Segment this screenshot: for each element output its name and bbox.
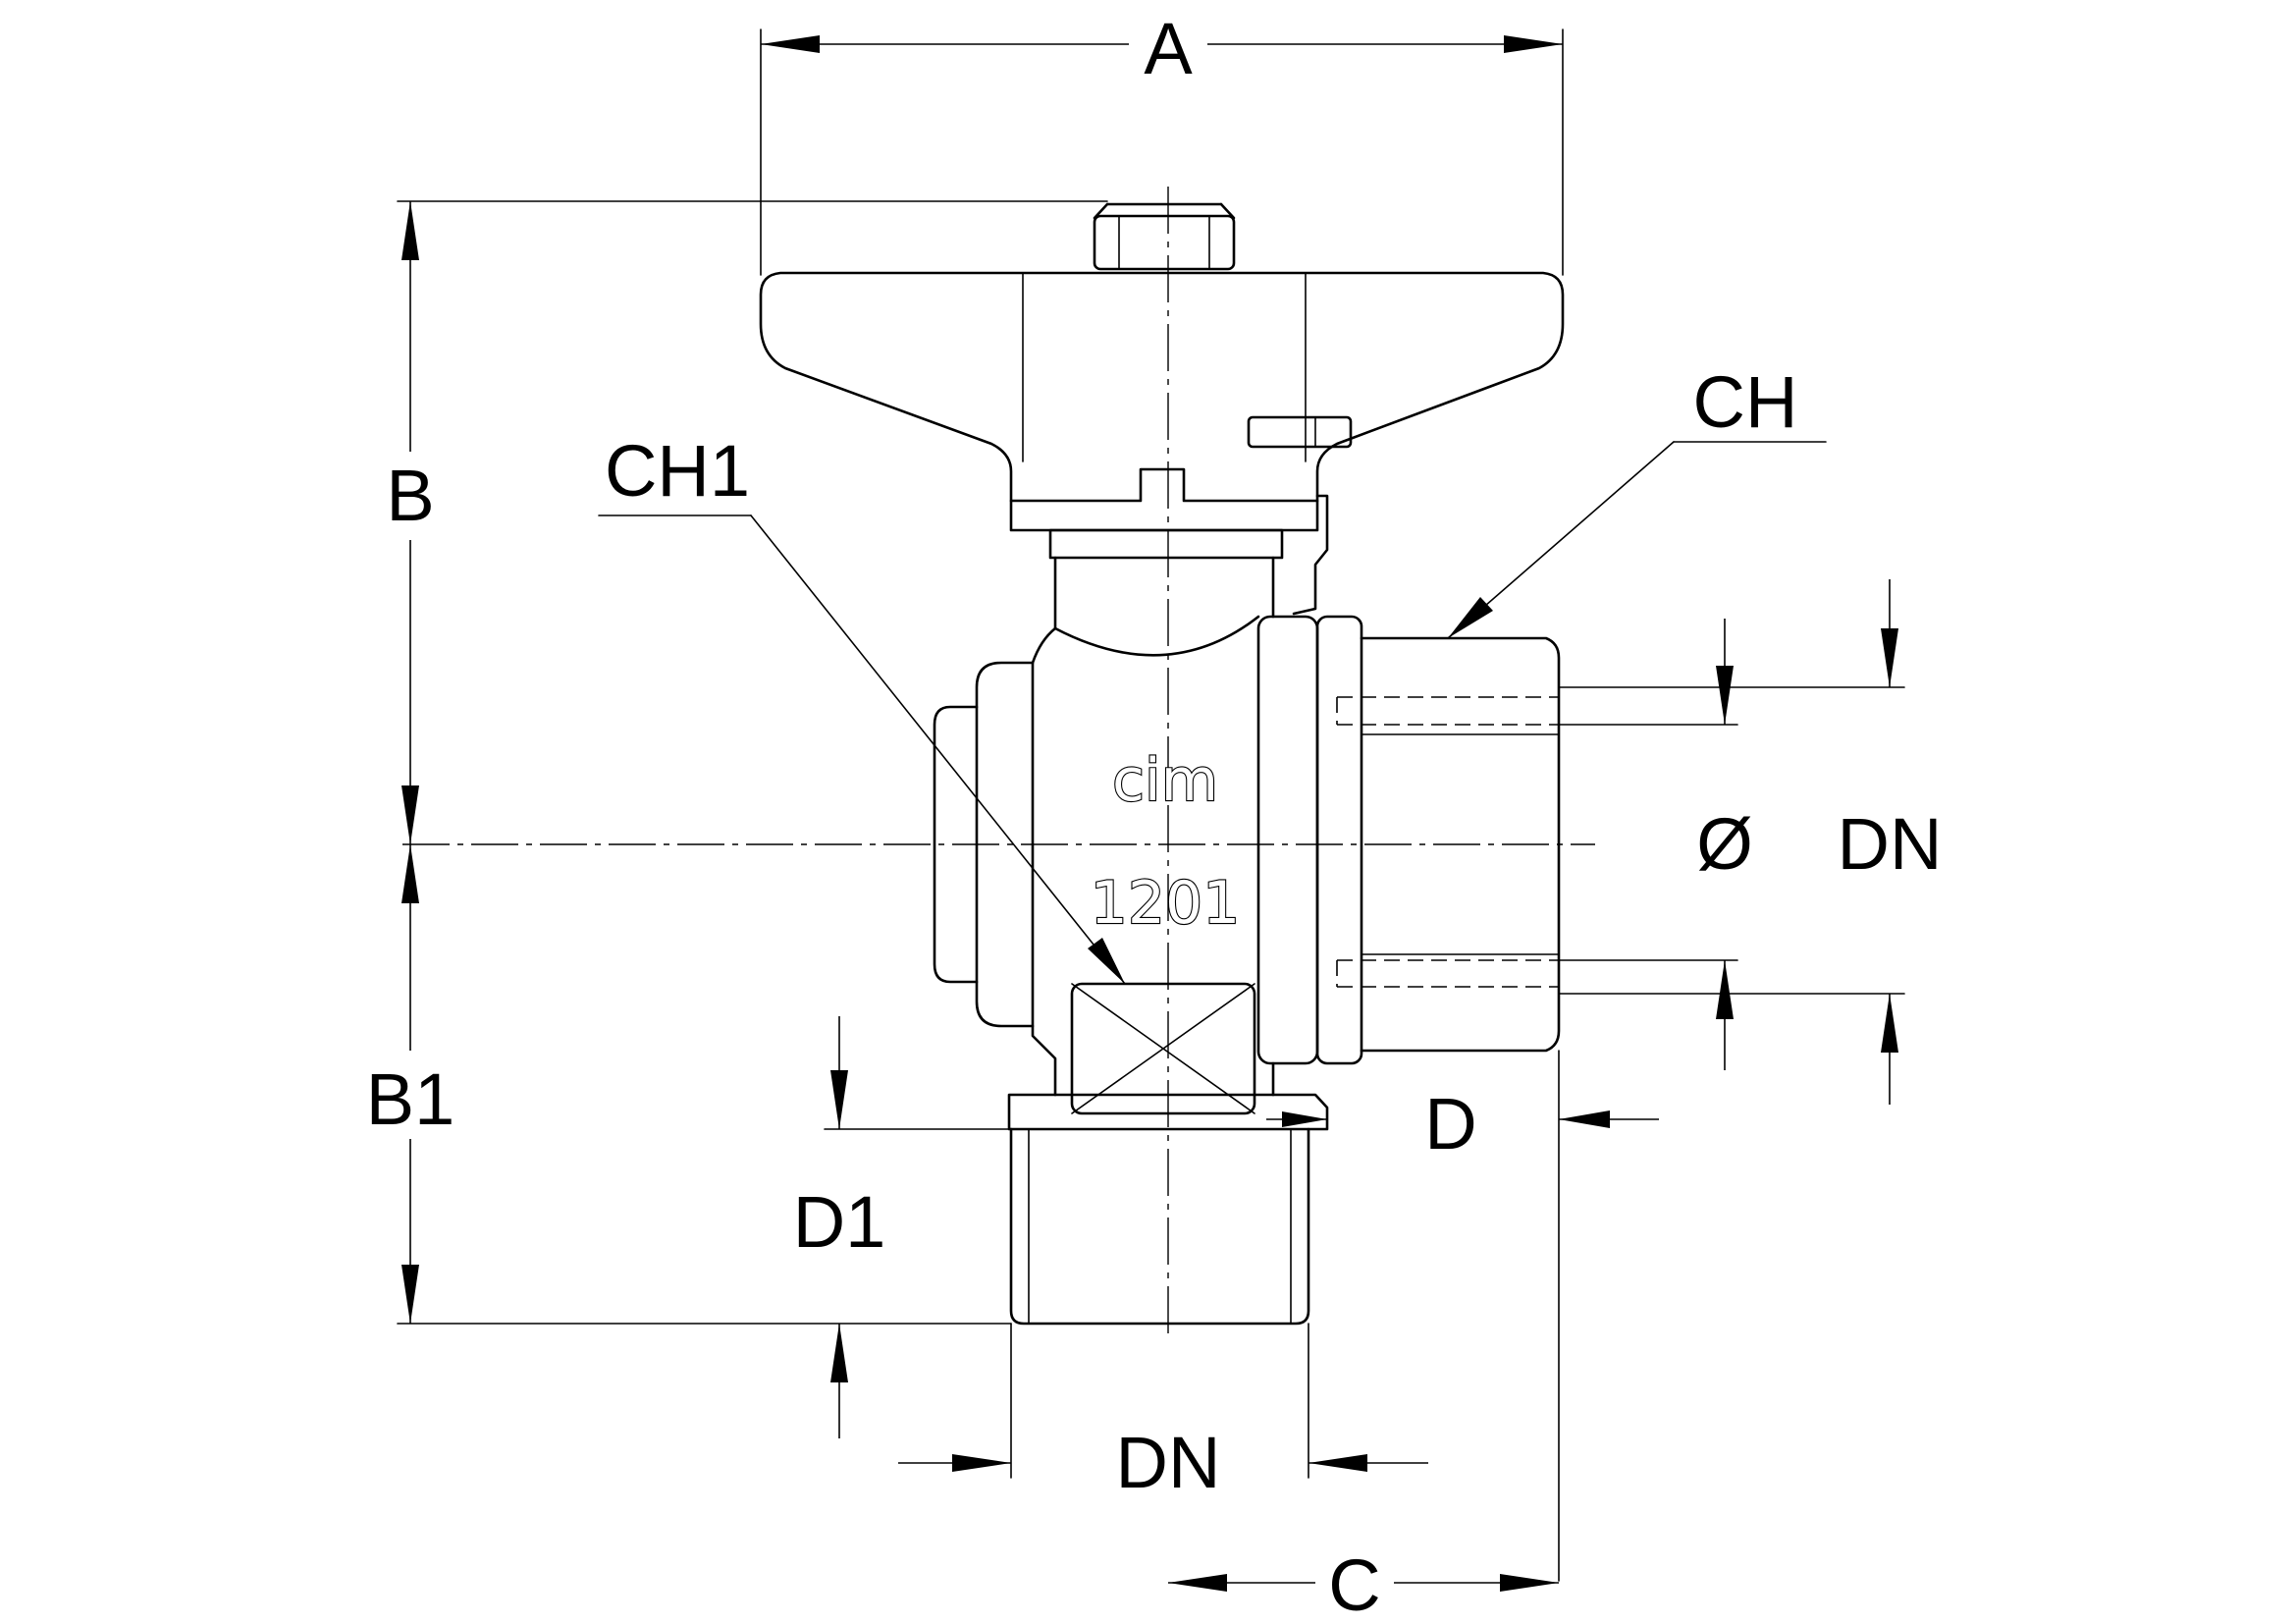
dimension-DN-right [1558,579,1905,1105]
label-CH1: CH1 [605,430,750,512]
label-D: D [1424,1083,1476,1164]
brand-marking: cim [1112,746,1218,815]
dimension-DN-bottom [898,1323,1428,1479]
center-lines [402,187,1595,1335]
label-DN-right: DN [1838,803,1943,885]
label-B: B [386,455,434,536]
dimension-D1 [824,1016,1012,1438]
model-marking: 1201 [1091,869,1241,938]
label-DN-bottom: DN [1116,1422,1221,1503]
dimension-diameter [1558,619,1738,1070]
dimension-D [1266,1050,1659,1582]
label-C: C [1328,1544,1380,1624]
label-diameter: Ø [1696,803,1753,885]
label-D1: D1 [793,1181,886,1263]
label-B1: B1 [366,1058,455,1140]
dimension-B1 [397,844,1012,1325]
dimension-B [397,200,1108,844]
label-A: A [1144,8,1193,89]
leader-CH [1447,441,1827,639]
leader-CH1 [598,514,1126,985]
valve-body [933,556,1561,1326]
butterfly-handle [759,202,1565,616]
label-CH: CH [1693,361,1798,443]
